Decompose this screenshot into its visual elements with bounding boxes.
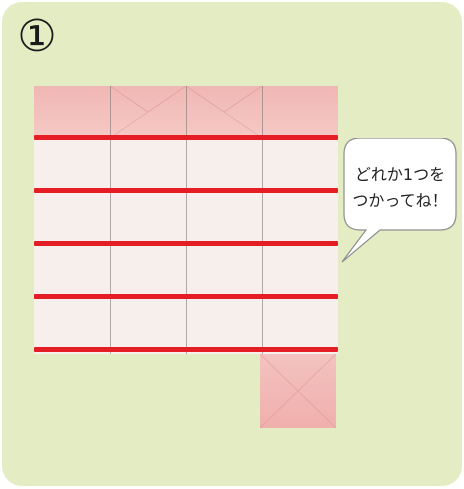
tail-fold-creases	[260, 354, 336, 428]
fold-creases	[109, 86, 263, 138]
cut-line-2	[34, 188, 338, 193]
step-number: ①	[17, 11, 57, 62]
paper-sheet	[34, 86, 338, 354]
paper-sheet-tail	[260, 354, 336, 428]
column-line-2	[186, 86, 187, 354]
cut-line-3	[34, 241, 338, 246]
speech-bubble	[341, 138, 457, 263]
speech-bubble-line-1: どれか1つを	[354, 165, 446, 184]
column-line-1	[110, 86, 111, 354]
column-line-3	[262, 86, 263, 354]
speech-bubble-text: どれか1つを つかってね！	[346, 153, 454, 223]
cut-line-4	[34, 294, 338, 299]
speech-bubble-line-2: つかってね！	[352, 191, 448, 210]
cut-line-5	[34, 347, 338, 352]
cut-line-1	[34, 135, 338, 140]
